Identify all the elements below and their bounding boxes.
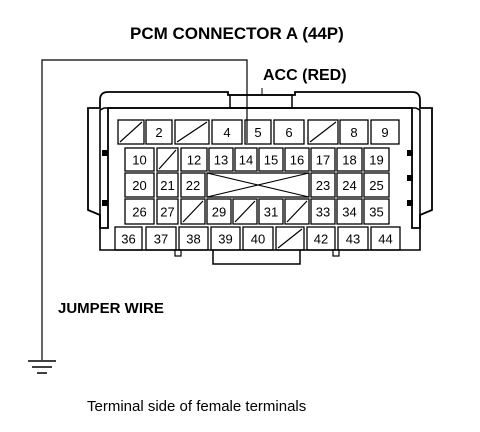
terminal-6: 6 [273, 119, 305, 145]
terminal-label: 13 [214, 153, 228, 168]
acc-label: ACC (RED) [263, 67, 347, 84]
terminal-label: 4 [223, 125, 230, 140]
terminal-label: 17 [316, 153, 330, 168]
caption: Terminal side of female terminals [87, 398, 306, 415]
terminal-27: 27 [156, 198, 179, 225]
terminal-22: 22 [180, 172, 206, 198]
terminal-label: 24 [342, 178, 356, 193]
terminal-32 [284, 198, 310, 225]
terminal-label: 36 [121, 232, 135, 247]
terminal-label: 9 [381, 125, 388, 140]
jumper-wire [41, 59, 248, 360]
terminal-15: 15 [258, 147, 284, 172]
ground-icon [28, 360, 56, 374]
terminal-label: 37 [154, 232, 168, 247]
terminal-label: 20 [132, 178, 146, 193]
terminal-label: 40 [251, 232, 265, 247]
terminal-26: 26 [124, 198, 155, 225]
blank-cavity-area [206, 172, 310, 198]
terminal-23: 23 [310, 172, 336, 198]
terminal-11 [156, 147, 179, 172]
terminal-label: 31 [264, 205, 278, 220]
terminal-20: 20 [124, 172, 155, 198]
terminal-17: 17 [310, 147, 336, 172]
terminal-label: 29 [212, 205, 226, 220]
terminal-label: 8 [350, 125, 357, 140]
terminal-40: 40 [242, 226, 274, 251]
terminal-label: 18 [342, 153, 356, 168]
terminal-29: 29 [206, 198, 232, 225]
terminal-4: 4 [211, 119, 243, 145]
terminal-label: 23 [316, 178, 330, 193]
terminal-43: 43 [337, 226, 369, 251]
terminal-39: 39 [210, 226, 241, 251]
terminal-8: 8 [339, 119, 369, 145]
terminal-3 [174, 119, 210, 145]
terminal-label: 6 [285, 125, 292, 140]
terminal-24: 24 [336, 172, 363, 198]
terminal-2: 2 [145, 119, 173, 145]
terminal-33: 33 [310, 198, 336, 225]
terminal-label: 26 [132, 205, 146, 220]
terminal-35: 35 [363, 198, 390, 225]
terminal-30 [232, 198, 258, 225]
terminal-37: 37 [145, 226, 177, 251]
terminal-41 [275, 226, 305, 251]
terminal-1 [117, 119, 145, 145]
terminal-14: 14 [234, 147, 258, 172]
terminal-7 [307, 119, 339, 145]
terminal-28 [180, 198, 206, 225]
title: PCM CONNECTOR A (44P) [130, 24, 344, 43]
terminal-label: 27 [160, 205, 174, 220]
terminal-label: 14 [239, 153, 253, 168]
terminal-10: 10 [124, 147, 155, 172]
terminal-label: 38 [186, 232, 200, 247]
terminal-19: 19 [363, 147, 390, 172]
terminal-label: 21 [160, 178, 174, 193]
terminal-label: 33 [316, 205, 330, 220]
terminal-label: 19 [369, 153, 383, 168]
terminal-31: 31 [258, 198, 284, 225]
terminal-label: 12 [187, 153, 201, 168]
terminal-25: 25 [363, 172, 390, 198]
terminal-38: 38 [178, 226, 209, 251]
terminal-label: 43 [346, 232, 360, 247]
terminal-label: 44 [378, 232, 392, 247]
terminal-42: 42 [306, 226, 336, 251]
terminal-label: 2 [155, 125, 162, 140]
terminal-label: 39 [218, 232, 232, 247]
jumper-wire-label: JUMPER WIRE [58, 300, 164, 317]
terminal-16: 16 [284, 147, 310, 172]
terminal-label: 5 [254, 125, 261, 140]
terminal-label: 34 [342, 205, 356, 220]
terminal-label: 10 [132, 153, 146, 168]
terminal-5: 5 [244, 119, 272, 145]
terminal-34: 34 [336, 198, 363, 225]
terminal-21: 21 [156, 172, 179, 198]
terminal-13: 13 [208, 147, 234, 172]
terminal-label: 16 [290, 153, 304, 168]
terminal-label: 22 [186, 178, 200, 193]
terminal-12: 12 [180, 147, 208, 172]
terminal-18: 18 [336, 147, 363, 172]
terminal-9: 9 [370, 119, 400, 145]
terminal-label: 25 [369, 178, 383, 193]
terminal-label: 42 [314, 232, 328, 247]
terminal-36: 36 [114, 226, 143, 251]
connector-housing [87, 91, 433, 265]
terminal-label: 35 [369, 205, 383, 220]
terminal-label: 15 [264, 153, 278, 168]
terminal-44: 44 [370, 226, 401, 251]
